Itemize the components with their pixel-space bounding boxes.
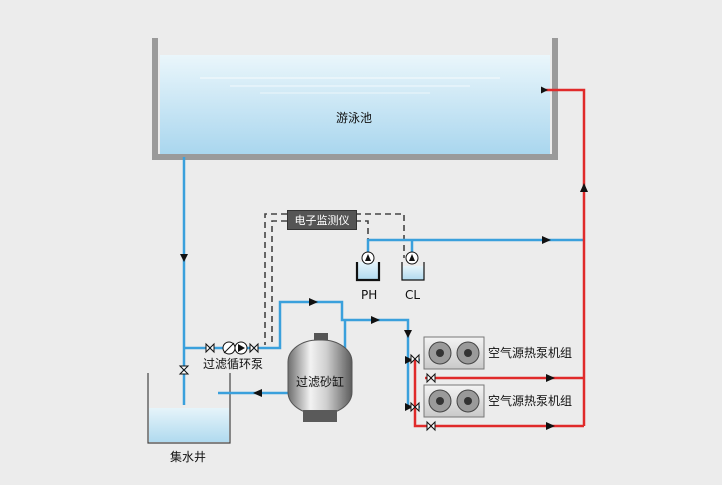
electronic-monitor: 电子监测仪 <box>287 210 357 230</box>
collection-well-label: 集水井 <box>170 450 207 464</box>
cl-label: CL <box>405 288 421 302</box>
monitor-signal-lines <box>264 213 405 345</box>
heat-pump-2-label: 空气源热泵机组 <box>488 394 573 408</box>
ph-dosing-tank <box>355 251 381 282</box>
heat-pump-unit-1 <box>423 336 485 370</box>
heat-pump-1-label: 空气源热泵机组 <box>488 346 573 360</box>
ph-label: PH <box>361 288 378 302</box>
heat-pump-unit-2 <box>423 384 485 418</box>
filter-pump-label: 过滤循环泵 <box>203 357 264 371</box>
valves <box>178 342 436 432</box>
collection-well <box>147 373 231 444</box>
flow-arrows <box>180 86 588 430</box>
swimming-pool <box>152 38 558 160</box>
filter-pump <box>222 341 248 355</box>
hot-water-pipes <box>413 88 586 428</box>
sand-filter-tank <box>287 333 353 422</box>
pool-label: 游泳池 <box>336 111 373 125</box>
sand-tank-label: 过滤砂缸 <box>296 375 345 389</box>
cl-dosing-tank <box>401 251 425 281</box>
